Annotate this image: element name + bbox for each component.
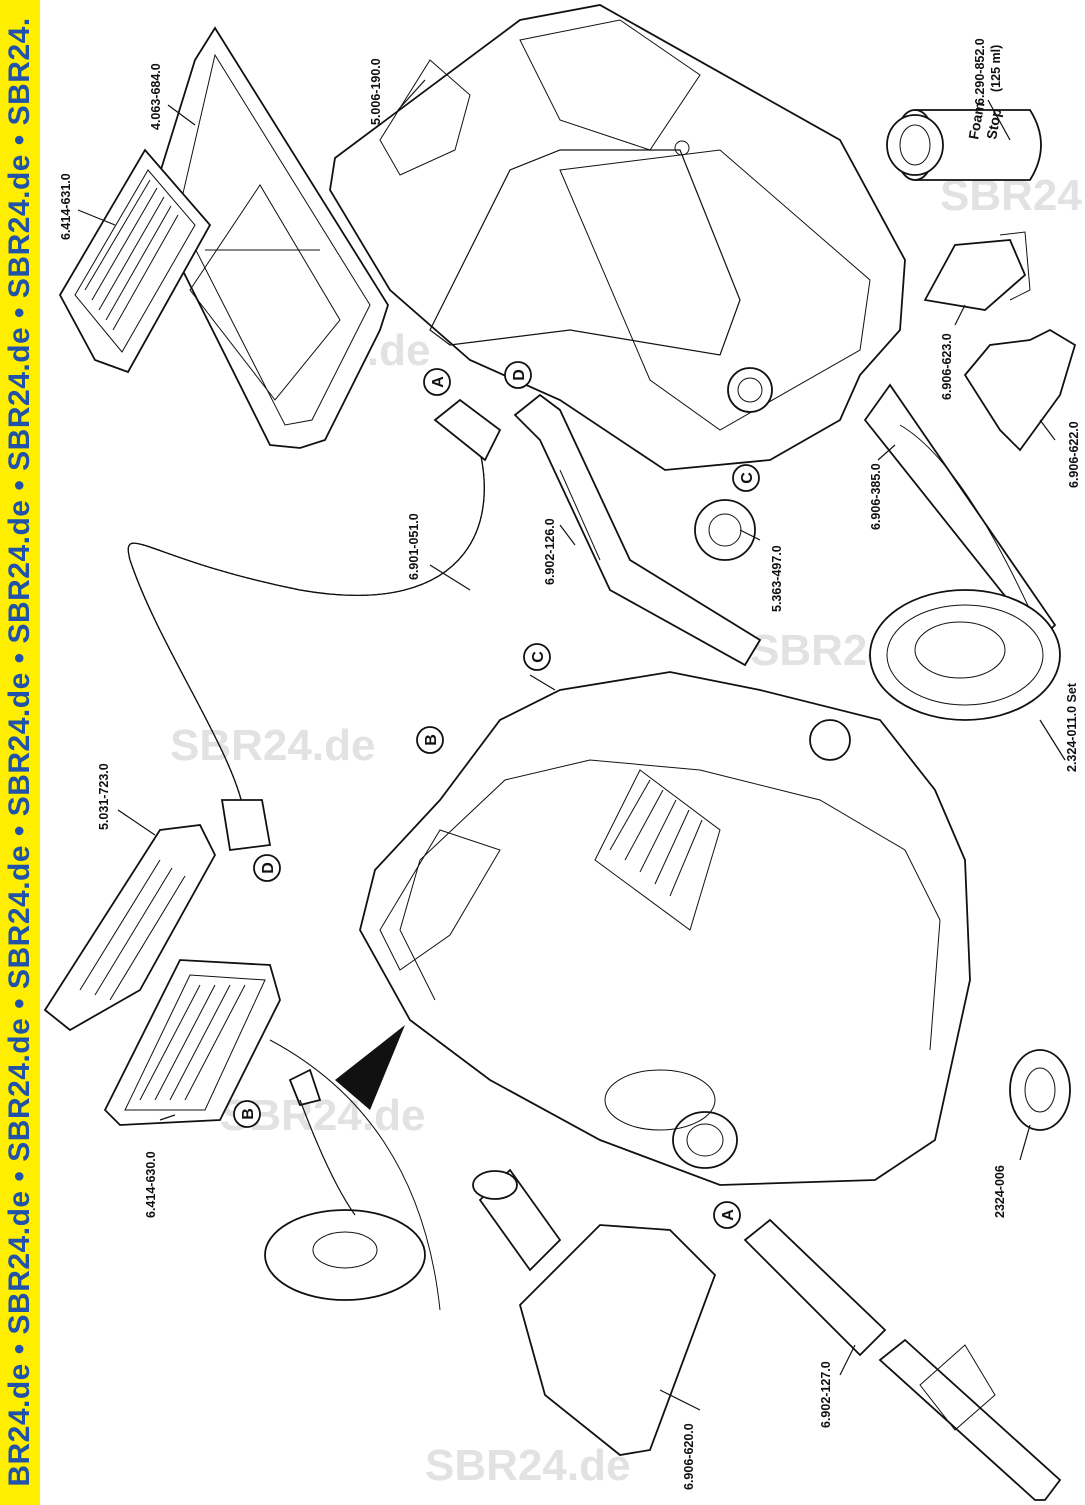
part-label-6-906-622-0: 6.906-622.0 [1067, 421, 1081, 488]
watermark-4: SBR24.de [170, 721, 375, 770]
marker-c-body: C [523, 643, 551, 671]
part-label-6-902-127-0: 6.902-127.0 [819, 1361, 833, 1428]
vacuum-body-part [359, 671, 971, 1186]
marker-a-top-label: A [430, 376, 447, 388]
part-label-2324-006: 2324-006 [993, 1165, 1007, 1218]
nut-part [694, 499, 756, 561]
part-label-5-363-497-0: 5.363-497.0 [770, 545, 784, 612]
marker-d-top-label: D [511, 369, 528, 381]
filter-grid-part [43, 824, 217, 1032]
marker-b-filter-label: B [240, 1108, 257, 1120]
foam-stop-bottle-part: Foam Stop [886, 101, 1042, 181]
watermark-banner: BR24.de • SBR24.de • SBR24.de • SBR24.de… [0, 0, 40, 1505]
leader-lines [77, 79, 1066, 1411]
marker-d-hose-label: D [260, 862, 277, 874]
part-label-6-290-852-0: 6.290-852.0 [973, 38, 987, 105]
container-part [329, 4, 906, 471]
cable-reel-part [264, 1039, 441, 1311]
part-label-5-031-723-0: 5.031-723.0 [97, 763, 111, 830]
marker-a-inlet-label: A [720, 1209, 737, 1221]
part-label-6-414-631-0: 6.414-631.0 [59, 173, 73, 240]
handle-tube-part [513, 393, 762, 667]
marker-d-hose: D [253, 854, 281, 882]
arrow-indicator [335, 1025, 405, 1110]
part-label-5-006-190-0: 5.006-190.0 [369, 58, 383, 125]
upholstery-nozzle-part [963, 328, 1077, 452]
small-cap-part [1009, 1049, 1071, 1131]
motor-filter-part [103, 959, 281, 1126]
upholstery-brush-part [923, 231, 1031, 311]
part-label-2-324-011-0-set: 2.324-011.0 Set [1065, 682, 1079, 772]
floor-nozzle-part [472, 1168, 717, 1456]
marker-a-top: A [423, 368, 451, 396]
bottle-label-stop: Stop [983, 107, 1004, 140]
bottle-label-foam: Foam [965, 101, 987, 141]
part-label-6-414-630-0: 6.414-630.0 [144, 1151, 158, 1218]
part-label-6-906-620-0: 6.906-620.0 [682, 1423, 696, 1490]
marker-c-body-label: C [530, 651, 547, 663]
part-label-125ml: (125 ml) [989, 45, 1003, 92]
marker-c-container-label: C [739, 472, 756, 484]
part-label-6-901-051-0: 6.901-051.0 [407, 513, 421, 580]
marker-c-container: C [732, 464, 760, 492]
marker-b-body-label: B [423, 734, 440, 746]
watermark-6: SBR24.de [425, 1441, 630, 1490]
part-label-4-063-684-0: 4.063-684.0 [149, 63, 163, 130]
motor-filter-cover-part [869, 589, 1061, 721]
marker-d-top: D [504, 361, 532, 389]
suction-tube-part [743, 1218, 1062, 1501]
marker-b-body: B [416, 726, 444, 754]
cartridge-filter-part [58, 148, 212, 374]
crevice-nozzle-part [863, 383, 1057, 642]
part-label-6-906-385-0: 6.906-385.0 [869, 463, 883, 530]
marker-b-filter: B [233, 1100, 261, 1128]
filter-frame-part [149, 26, 389, 449]
part-label-6-902-126-0: 6.902-126.0 [543, 518, 557, 585]
part-label-6-906-623-0: 6.906-623.0 [940, 333, 954, 400]
suction-hose-part [127, 398, 502, 852]
marker-a-inlet: A [713, 1201, 741, 1229]
